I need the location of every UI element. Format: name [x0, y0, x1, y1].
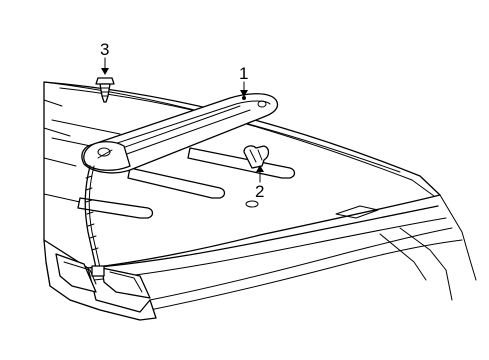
wire-harness [84, 165, 105, 277]
callout-1: 1 [239, 64, 248, 83]
clip-grommet [243, 145, 270, 208]
stop-lamp-assembly [81, 93, 279, 174]
callout-3: 3 [100, 40, 109, 59]
leader-2 [256, 165, 264, 183]
rear-header [43, 239, 157, 321]
leader-1 [240, 81, 248, 97]
leader-3 [101, 57, 109, 75]
push-pin [95, 77, 115, 103]
callout-2: 2 [255, 182, 264, 201]
roof-bows [51, 119, 296, 219]
